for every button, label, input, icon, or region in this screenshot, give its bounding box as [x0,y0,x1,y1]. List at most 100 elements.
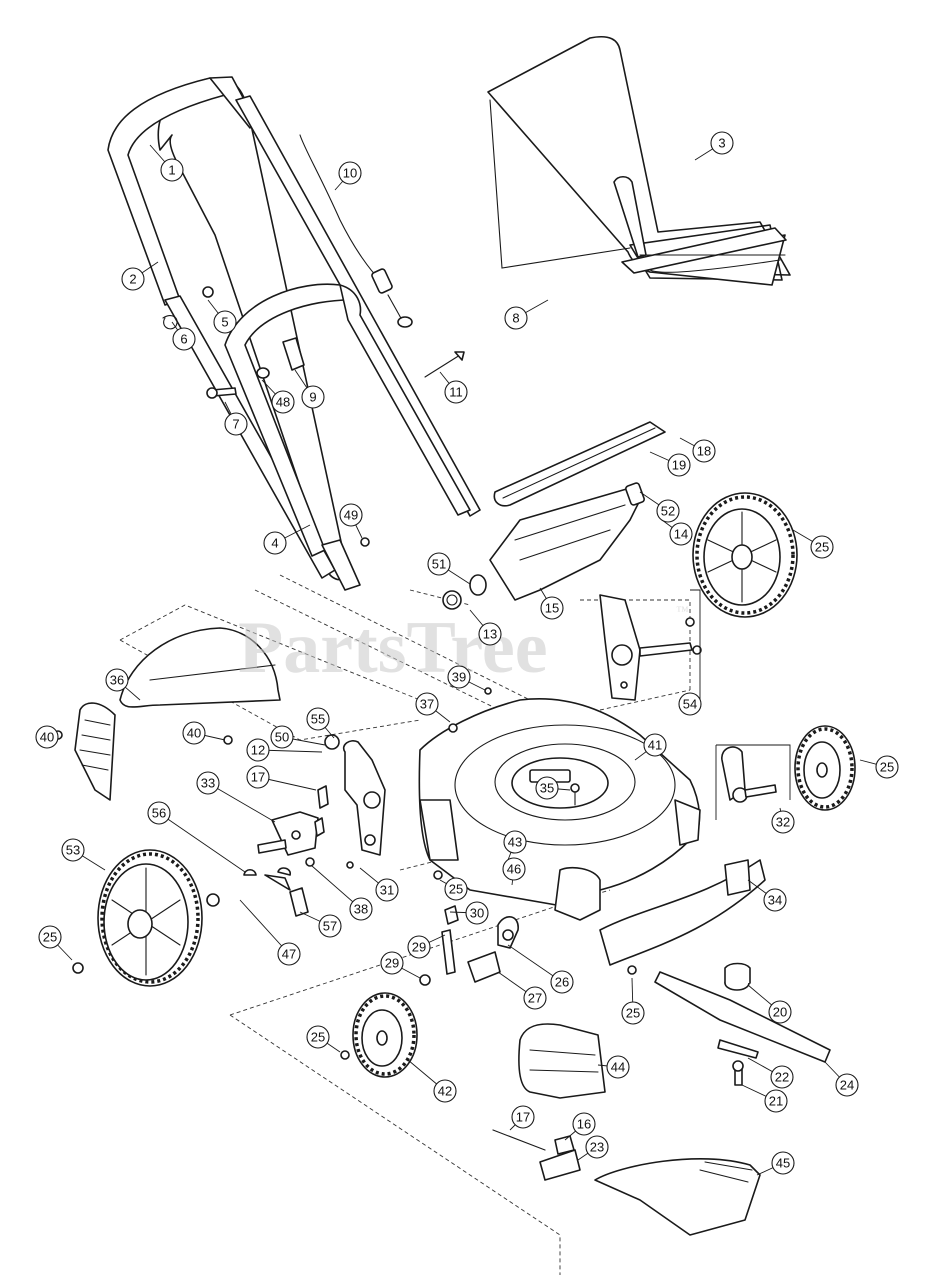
callout-57[interactable]: 57 [318,914,342,938]
callout-46[interactable]: 46 [502,857,526,881]
callout-35[interactable]: 35 [535,776,559,800]
lower-handle[interactable] [224,283,471,591]
mulch-plug[interactable] [74,702,116,801]
callout-20[interactable]: 20 [768,1000,792,1024]
callout-37[interactable]: 37 [415,692,439,716]
torsion-spring[interactable] [442,590,462,610]
callout-2[interactable]: 2 [121,267,145,291]
wire-clip[interactable] [162,315,178,330]
mulch-cover[interactable] [518,1023,606,1099]
callout-25[interactable]: 25 [810,535,834,559]
callout-17[interactable]: 17 [511,1105,535,1129]
callout-55[interactable]: 55 [306,707,330,731]
spacer[interactable] [469,574,487,596]
callout-22[interactable]: 22 [770,1065,794,1089]
callout-54[interactable]: 54 [678,692,702,716]
callout-29[interactable]: 29 [407,935,431,959]
height-adjuster-front-right[interactable] [721,746,777,803]
callout-30[interactable]: 30 [465,901,489,925]
handle-bolt[interactable] [206,387,237,399]
callout-53[interactable]: 53 [61,838,85,862]
callout-50[interactable]: 50 [270,725,294,749]
callout-34[interactable]: 34 [763,888,787,912]
mower-deck[interactable] [418,697,701,921]
callout-18[interactable]: 18 [692,439,716,463]
blade-bolt[interactable] [732,1060,744,1086]
callout-40[interactable]: 40 [35,725,59,749]
callout-8[interactable]: 8 [504,306,528,330]
callout-4[interactable]: 4 [263,531,287,555]
callout-40[interactable]: 40 [182,721,206,745]
callout-circle [550,970,574,994]
callout-21[interactable]: 21 [764,1089,788,1113]
callout-48[interactable]: 48 [271,390,295,414]
callout-16[interactable]: 16 [572,1112,596,1136]
callout-43[interactable]: 43 [503,830,527,854]
deck-screw[interactable] [570,783,580,806]
small-hardware-left[interactable] [53,687,492,917]
callout-25[interactable]: 25 [38,925,62,949]
callout-27[interactable]: 27 [523,986,547,1010]
callout-25[interactable]: 25 [621,1001,645,1025]
callout-24[interactable]: 24 [835,1073,859,1097]
side-discharge-chute[interactable] [594,1158,761,1236]
rear-shield[interactable] [119,627,281,708]
axle-bracket[interactable] [257,811,319,856]
callout-32[interactable]: 32 [771,810,795,834]
callout-7[interactable]: 7 [224,412,248,436]
callout-39[interactable]: 39 [447,665,471,689]
callout-29[interactable]: 29 [380,951,404,975]
callout-6[interactable]: 6 [172,327,196,351]
callout-33[interactable]: 33 [196,771,220,795]
callout-19[interactable]: 19 [667,453,691,477]
skirt-nut[interactable] [627,965,637,975]
callout-44[interactable]: 44 [606,1055,630,1079]
bag-frame[interactable] [613,175,787,274]
callout-14[interactable]: 14 [669,522,693,546]
callout-5[interactable]: 5 [213,310,237,334]
callout-45[interactable]: 45 [771,1151,795,1175]
front-wheel-right[interactable] [794,725,856,811]
callout-49[interactable]: 49 [339,503,363,527]
callout-56[interactable]: 56 [147,801,171,825]
height-adjuster-rear[interactable] [599,594,702,701]
blade-stiffener[interactable] [717,1039,759,1059]
callout-41[interactable]: 41 [643,733,667,757]
callout-9[interactable]: 9 [301,385,325,409]
callout-25[interactable]: 25 [444,877,468,901]
callout-51[interactable]: 51 [427,552,451,576]
wheel-nut-front[interactable] [340,1050,350,1060]
callout-26[interactable]: 26 [550,970,574,994]
cable-tie[interactable] [424,351,465,378]
callout-10[interactable]: 10 [338,161,362,185]
height-adjuster-front-left[interactable] [419,905,519,986]
callout-25[interactable]: 25 [306,1025,330,1049]
rear-door-rod[interactable] [493,421,666,507]
chute-bracket[interactable] [492,1129,581,1181]
callout-11[interactable]: 11 [444,380,468,404]
callout-38[interactable]: 38 [349,897,373,921]
callout-17[interactable]: 17 [246,765,270,789]
front-wheel-left[interactable] [352,992,418,1078]
callout-3[interactable]: 3 [710,131,734,155]
blade-adapter[interactable] [724,962,751,991]
height-adjuster-left[interactable] [342,740,386,856]
rear-wheel-large[interactable] [692,492,798,618]
wheel-nut-left[interactable] [72,962,84,974]
rear-door[interactable] [489,482,645,601]
callout-52[interactable]: 52 [656,499,680,523]
control-cable[interactable] [299,134,413,328]
callout-15[interactable]: 15 [540,596,564,620]
callout-23[interactable]: 23 [585,1135,609,1159]
callout-13[interactable]: 13 [478,622,502,646]
callout-36[interactable]: 36 [105,668,129,692]
callout-12[interactable]: 12 [246,738,270,762]
callout-25[interactable]: 25 [875,755,899,779]
callout-47[interactable]: 47 [277,942,301,966]
callout-31[interactable]: 31 [375,878,399,902]
handle-knob[interactable] [256,337,305,379]
front-skirt[interactable] [599,859,766,966]
callout-42[interactable]: 42 [433,1079,457,1103]
callout-1[interactable]: 1 [160,158,184,182]
rear-wheel-left[interactable] [97,849,203,987]
